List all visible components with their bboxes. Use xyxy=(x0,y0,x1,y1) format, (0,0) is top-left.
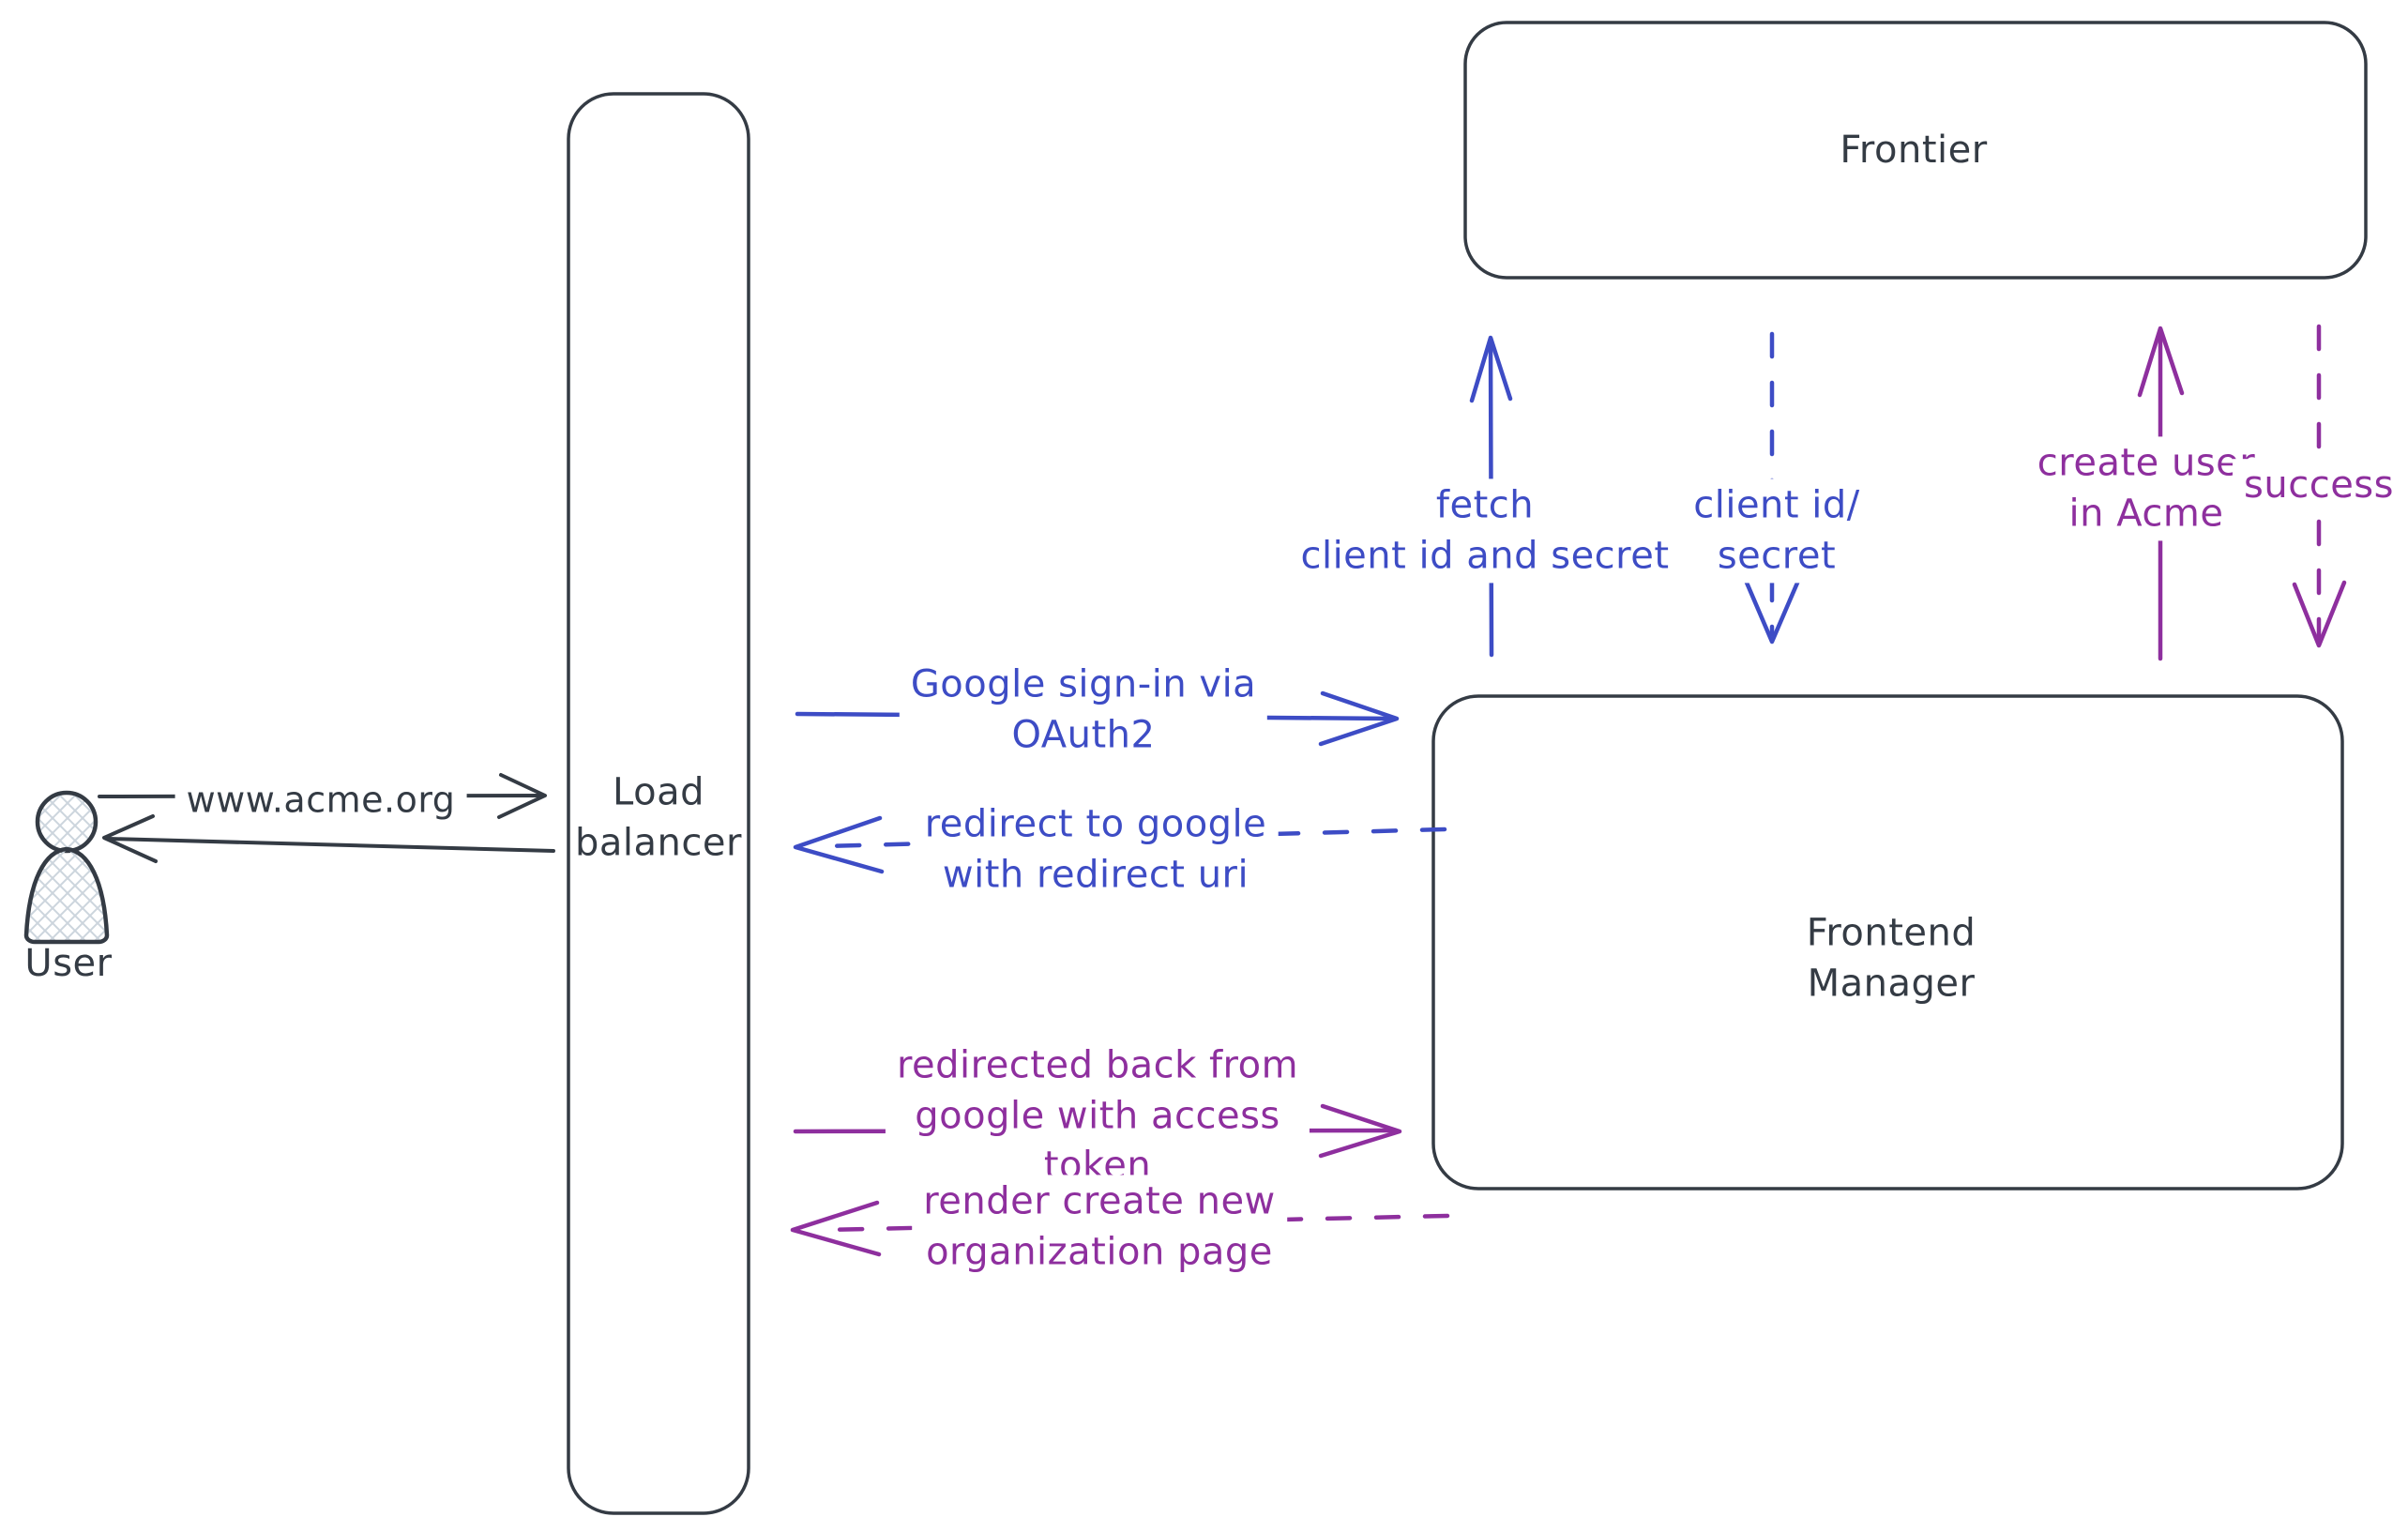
load-balancer-label: Load balancer xyxy=(575,770,742,864)
www-response-arrow xyxy=(102,814,555,863)
frontend-manager-box xyxy=(1431,694,2344,1191)
load-balancer-box xyxy=(567,92,750,1515)
user-icon xyxy=(23,790,110,945)
redirected-back-label: redirected back from google with access … xyxy=(885,1039,1310,1194)
create-user-label: create user in Acme xyxy=(2025,436,2267,541)
www-request-label: www.acme.org xyxy=(174,774,467,827)
redirect-to-google-label: redirect to google with redirect uri xyxy=(913,797,1279,903)
fetch-client-label: fetch client id and secret xyxy=(1289,478,1681,584)
frontier-label: Frontier xyxy=(1840,129,1988,173)
frontier-box xyxy=(1463,21,2368,280)
render-create-org-label: render create new organization page xyxy=(912,1175,1287,1280)
frontend-manager-label: Frontend Manager xyxy=(1806,911,1976,1005)
google-signin-label: Google sign-in via OAuth2 xyxy=(899,658,1268,763)
user-label: User xyxy=(24,942,113,986)
success-label: success xyxy=(2233,459,2405,513)
client-id-secret-label: client id/ secret xyxy=(1682,478,1871,584)
